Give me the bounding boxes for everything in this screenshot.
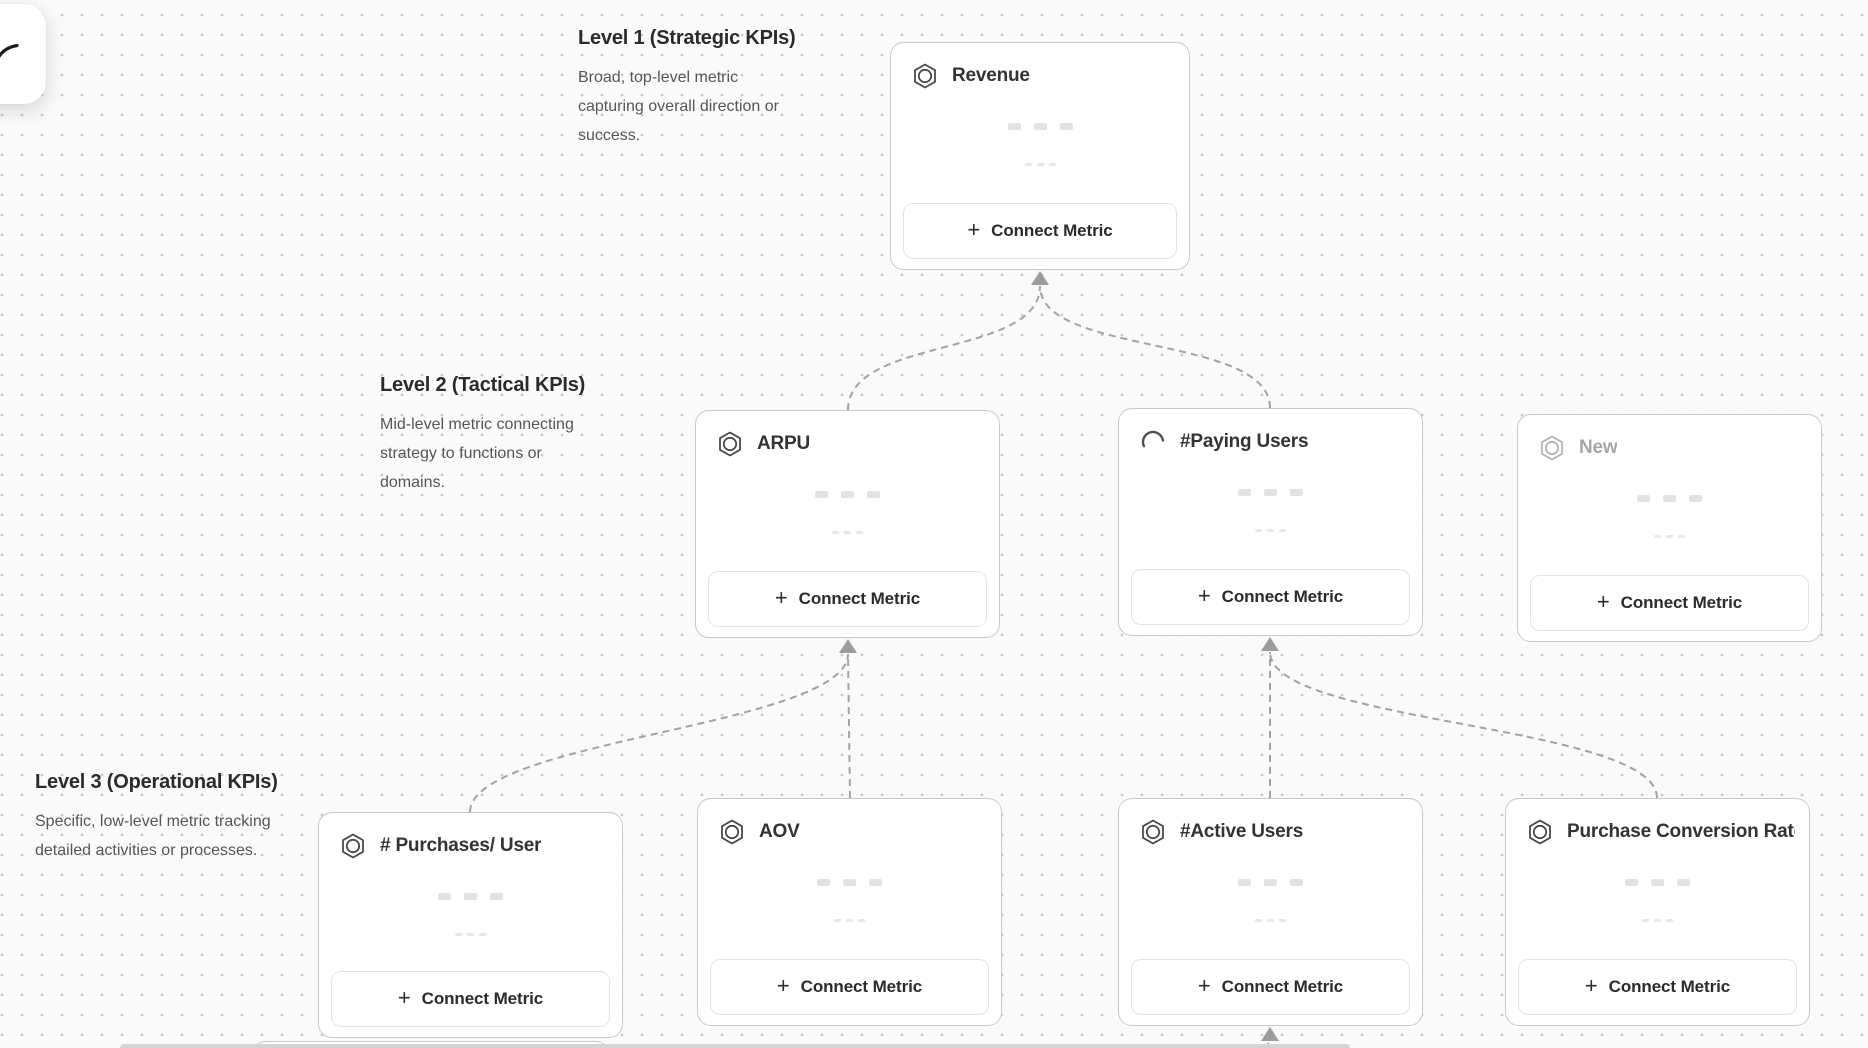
hexagon-metric-icon: [716, 430, 744, 458]
connect-metric-button[interactable]: + Connect Metric: [1131, 959, 1410, 1015]
level-3-heading: Level 3 (Operational KPIs): [35, 771, 278, 793]
metric-node-paying-users[interactable]: #Paying Users + Connect Metric: [1118, 408, 1423, 636]
value-placeholder: [1506, 879, 1809, 929]
node-title: #Paying Users: [1180, 431, 1309, 452]
node-title: AOV: [759, 821, 800, 842]
value-placeholder: [698, 879, 1001, 929]
level-2-description: Mid-level metric connecting strategy to …: [380, 416, 574, 491]
connect-metric-label: Connect Metric: [798, 589, 921, 608]
connect-metric-label: Connect Metric: [991, 221, 1113, 240]
level-1-description: Broad, top-level metric capturing overal…: [578, 69, 779, 144]
node-title: Revenue: [952, 65, 1030, 86]
edge-arpu-to-revenue: [847, 285, 1041, 411]
plus-icon: +: [774, 585, 788, 610]
edge-aov-to-arpu: [847, 653, 851, 799]
metric-node-new[interactable]: New + Connect Metric: [1517, 414, 1822, 642]
hexagon-metric-icon: [1538, 434, 1566, 462]
edge-purchases-to-arpu: [469, 653, 849, 813]
metric-node-revenue[interactable]: Revenue + Connect Metric: [890, 42, 1190, 270]
toolbar-fragment[interactable]: [0, 4, 46, 104]
connect-metric-label: Connect Metric: [1221, 977, 1344, 996]
level-2-heading: Level 2 (Tactical KPIs): [380, 374, 586, 396]
arrowhead-icon: [1031, 271, 1049, 285]
level-1-label: Level 1 (Strategic KPIs) Broad, top-leve…: [578, 27, 808, 150]
value-placeholder: [696, 491, 999, 541]
connect-metric-label: Connect Metric: [1221, 587, 1344, 606]
hexagon-metric-icon: [911, 62, 939, 90]
arrowhead-icon: [839, 639, 857, 653]
hexagon-metric-icon: [1526, 818, 1554, 846]
plus-icon: +: [397, 985, 411, 1010]
hexagon-metric-icon: [1139, 818, 1167, 846]
value-placeholder: [319, 893, 622, 943]
level-1-heading: Level 1 (Strategic KPIs): [578, 27, 796, 49]
level-3-description: Specific, low-level metric tracking deta…: [35, 813, 271, 859]
connect-metric-label: Connect Metric: [1620, 593, 1743, 612]
node-title: #Active Users: [1180, 821, 1304, 842]
connect-metric-button[interactable]: + Connect Metric: [708, 571, 987, 627]
metric-node-active-users[interactable]: #Active Users + Connect Metric: [1118, 798, 1423, 1026]
connect-metric-label: Connect Metric: [1608, 977, 1731, 996]
plus-icon: +: [1584, 973, 1598, 998]
connect-metric-button[interactable]: + Connect Metric: [710, 959, 989, 1015]
level-3-label: Level 3 (Operational KPIs) Specific, low…: [35, 771, 285, 865]
plus-icon: +: [967, 217, 981, 242]
value-placeholder: [891, 123, 1189, 173]
level-2-label: Level 2 (Tactical KPIs) Mid-level metric…: [380, 374, 605, 497]
node-title: New: [1579, 437, 1618, 458]
value-placeholder: [1119, 879, 1422, 929]
arrowhead-icon: [1261, 637, 1279, 651]
connect-metric-button[interactable]: + Connect Metric: [1131, 569, 1410, 625]
metric-node-arpu[interactable]: ARPU + Connect Metric: [695, 410, 1000, 638]
arrowhead-icon: [1261, 1027, 1279, 1041]
cursor-tool-icon: [0, 43, 19, 58]
connect-metric-label: Connect Metric: [800, 977, 923, 996]
value-placeholder: [1119, 489, 1422, 539]
hexagon-metric-icon: [339, 832, 367, 860]
value-placeholder: [1518, 495, 1821, 545]
metric-node-purchases-per-user[interactable]: # Purchases/ User + Connect Metric: [318, 812, 623, 1038]
connect-metric-label: Connect Metric: [421, 989, 544, 1008]
edge-pcr-to-paying: [1269, 651, 1658, 799]
horizontal-scrollbar[interactable]: [120, 1044, 1350, 1048]
metric-node-aov[interactable]: AOV + Connect Metric: [697, 798, 1002, 1026]
connect-metric-button[interactable]: + Connect Metric: [331, 971, 610, 1027]
plus-icon: +: [1197, 583, 1211, 608]
node-title: # Purchases/ User: [380, 835, 542, 856]
hexagon-metric-icon: [718, 818, 746, 846]
plus-icon: +: [1197, 973, 1211, 998]
connect-metric-button[interactable]: + Connect Metric: [1530, 575, 1809, 631]
plus-icon: +: [776, 973, 790, 998]
node-title: ARPU: [757, 433, 811, 454]
node-title: Purchase Conversion Rate: [1567, 821, 1795, 842]
edge-paying-to-revenue: [1039, 285, 1271, 409]
plus-icon: +: [1596, 589, 1610, 614]
metric-node-purchase-conversion-rate[interactable]: Purchase Conversion Rate + Connect Metri…: [1505, 798, 1810, 1026]
connect-metric-button[interactable]: + Connect Metric: [1518, 959, 1797, 1015]
connect-metric-button[interactable]: + Connect Metric: [903, 203, 1177, 259]
spinner-icon: [1139, 428, 1167, 456]
